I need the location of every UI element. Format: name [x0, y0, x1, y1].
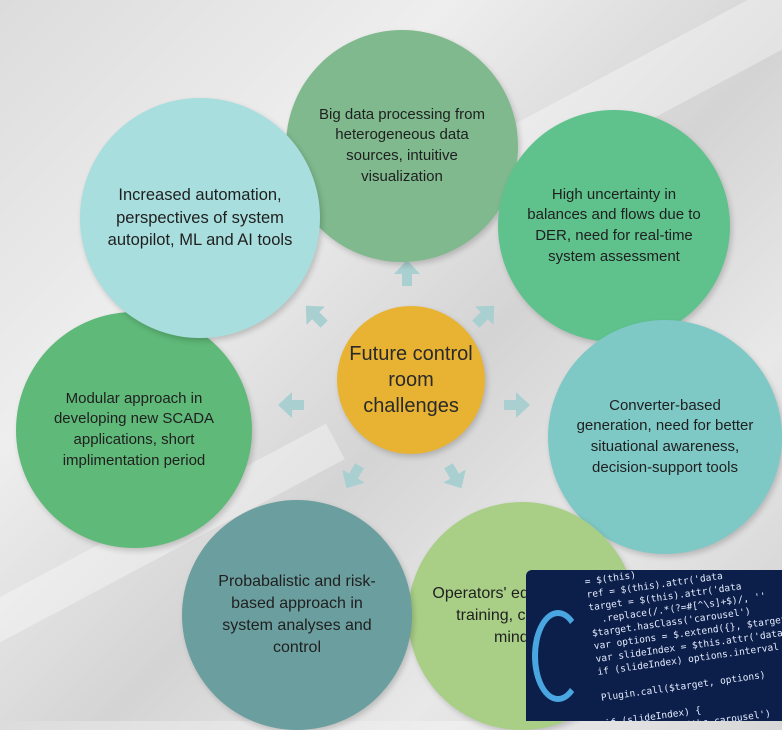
swirl-graphic: [532, 610, 584, 702]
node-automation-label: Increased automation, perspectives of sy…: [107, 185, 293, 250]
arrow-right-icon: [504, 392, 530, 418]
center-node-label: Future control room challenges: [349, 343, 473, 417]
center-node: Future control room challenges: [337, 306, 485, 454]
arrow-down-right-icon: [443, 463, 466, 489]
node-uncertainty: High uncertainty in balances and flows d…: [498, 110, 730, 342]
node-uncertainty-label: High uncertainty in balances and flows d…: [527, 185, 701, 265]
code-line: [599, 680, 601, 691]
node-big-data-label: Big data processing from heterogeneous d…: [319, 105, 485, 185]
arrow-up-right-icon: [472, 305, 495, 328]
arrow-up-left-icon: [305, 305, 328, 328]
arrow-down-left-icon: [342, 463, 365, 489]
node-automation: Increased automation, perspectives of sy…: [80, 98, 320, 338]
code-snippet: = $(this) ref = $(this).attr('data targe…: [584, 570, 782, 721]
code-thumbnail: = $(this) ref = $(this).attr('data targe…: [526, 570, 782, 721]
arrow-down-right-icon: [443, 463, 466, 489]
code-line: [602, 706, 604, 717]
node-probabilistic-label: Probabalistic and risk-based approach in…: [218, 572, 376, 657]
arrow-up-icon: [394, 260, 420, 286]
node-converter-label: Converter-based generation, need for bet…: [576, 396, 754, 476]
arrow-up-right-icon: [472, 305, 495, 328]
arrow-right-icon: [504, 392, 530, 418]
node-converter: Converter-based generation, need for bet…: [548, 320, 782, 554]
node-probabilistic: Probabalistic and risk-based approach in…: [182, 500, 412, 730]
node-modular: Modular approach in developing new SCADA…: [16, 312, 252, 548]
arrow-up-left-icon: [305, 305, 328, 328]
arrow-down-left-icon: [342, 463, 365, 489]
node-big-data: Big data processing from heterogeneous d…: [286, 30, 518, 262]
arrow-left-icon: [278, 392, 304, 418]
code-line: if (slideIndex) {: [604, 705, 702, 721]
arrow-up-icon: [394, 260, 420, 286]
code-line: Plugin.call($target, options): [600, 669, 767, 704]
arrow-left-icon: [278, 392, 304, 418]
node-modular-label: Modular approach in developing new SCADA…: [53, 389, 215, 469]
